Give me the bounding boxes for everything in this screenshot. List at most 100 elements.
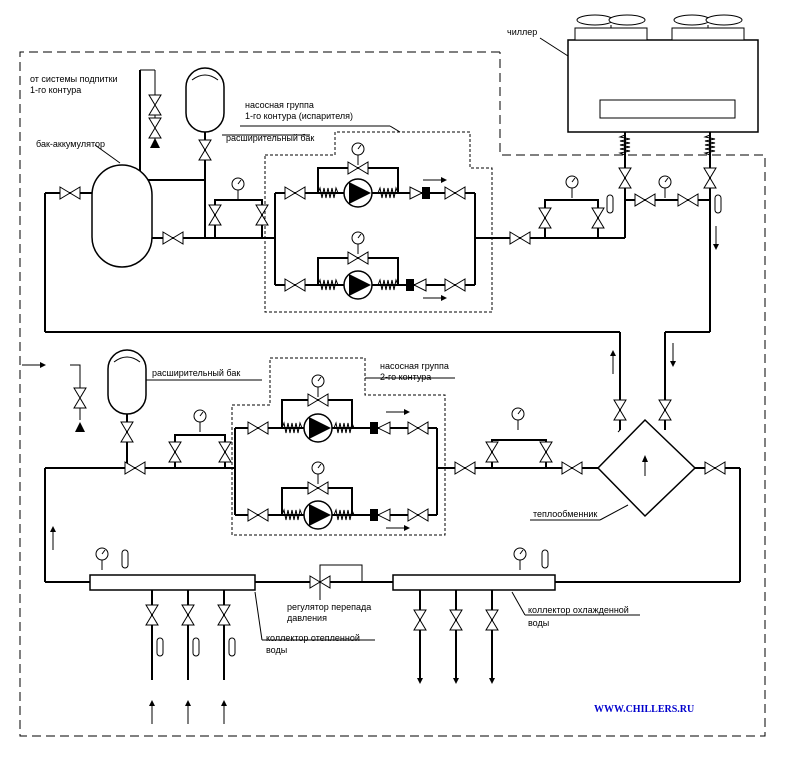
heat-exchanger-label: теплообменник <box>533 509 597 519</box>
valve-icon <box>618 167 632 189</box>
pump-group-2-boundary <box>231 357 446 536</box>
pressure-gauge-icon <box>511 407 525 431</box>
valve-icon <box>561 461 583 475</box>
valve-icon <box>591 207 605 229</box>
website-link[interactable]: WWW.CHILLERS.RU <box>594 704 694 715</box>
expansion-tank-2 <box>107 349 147 415</box>
expansion-tank-1-label: расширительный бак <box>226 133 314 143</box>
check-valve-icon <box>369 508 391 522</box>
pump-group-2-label-line1: насосная группа <box>380 361 449 371</box>
chiller-unit <box>539 14 759 133</box>
flow-arrow-icon <box>712 225 720 251</box>
thermometer-icon <box>228 637 236 657</box>
thermometer-icon <box>714 194 722 214</box>
thermometer-icon <box>121 549 129 569</box>
valve-icon <box>247 508 269 522</box>
valve-icon <box>145 604 159 626</box>
expansion-tank-1 <box>185 67 225 133</box>
flow-arrow-icon <box>422 176 448 184</box>
valve-icon <box>485 609 499 631</box>
pressure-gauge-icon <box>231 177 245 201</box>
pressure-gauge-icon <box>351 142 365 166</box>
flow-arrow-icon <box>452 659 460 685</box>
thermometer-icon <box>606 194 614 214</box>
valve-icon <box>538 207 552 229</box>
cold-water-collector <box>392 574 556 591</box>
pump-icon <box>343 178 373 208</box>
valve-icon <box>449 609 463 631</box>
flow-arrow-icon <box>148 699 156 725</box>
pump-icon <box>303 500 333 530</box>
pressure-gauge-icon <box>193 409 207 433</box>
valve-icon <box>413 609 427 631</box>
valve-icon <box>247 421 269 435</box>
valve-icon <box>703 167 717 189</box>
pressure-gauge-icon <box>565 175 579 199</box>
pump-group-2-label-line2: 2-го контура <box>380 372 431 382</box>
pump-group-1-label-line1: насосная группа <box>245 100 314 110</box>
valve-icon <box>677 193 699 207</box>
valve-icon <box>509 231 531 245</box>
hot-water-collector <box>89 574 256 591</box>
pump-group-1-label-line2: 1-го контура (испарителя) <box>245 111 353 121</box>
valve-icon <box>539 441 553 463</box>
cold-collector-label-line2: воды <box>528 618 549 628</box>
valve-icon <box>120 421 134 443</box>
valve-icon <box>217 604 231 626</box>
thermometer-icon <box>156 637 164 657</box>
pressure-gauge-icon <box>351 231 365 255</box>
valve-icon <box>59 186 81 200</box>
thermometer-icon <box>192 637 200 657</box>
valve-icon <box>124 461 146 475</box>
flow-arrow-icon <box>422 294 448 302</box>
flow-arrow-icon <box>669 342 677 368</box>
building-boundary <box>19 51 766 737</box>
valve-icon <box>148 94 162 116</box>
valve-icon <box>454 461 476 475</box>
valve-icon <box>148 117 162 139</box>
valve-icon <box>704 461 726 475</box>
valve-icon <box>444 278 466 292</box>
flow-arrow-icon <box>488 659 496 685</box>
pump-group-1-boundary <box>264 131 493 313</box>
pump-icon <box>303 413 333 443</box>
valve-icon <box>255 204 269 226</box>
valve-icon <box>198 139 212 161</box>
valve-icon <box>613 399 627 421</box>
valve-icon <box>658 399 672 421</box>
flow-arrow-icon <box>220 699 228 725</box>
hot-collector-label-line1: коллектор отепленной <box>266 633 360 643</box>
cold-collector-label-line1: коллектор охлажденной <box>528 605 629 615</box>
valve-icon <box>634 193 656 207</box>
valve-icon <box>73 387 87 409</box>
valve-icon <box>218 441 232 463</box>
pressure-regulator-label-line2: давления <box>287 613 327 623</box>
flow-arrow-icon <box>49 525 57 551</box>
hot-collector-label-line2: воды <box>266 645 287 655</box>
valve-icon <box>181 604 195 626</box>
pressure-gauge-icon <box>311 461 325 485</box>
flow-arrow-icon <box>184 699 192 725</box>
flow-arrow-icon <box>609 349 617 375</box>
makeup-label-line1: от системы подпитки <box>30 74 118 84</box>
check-valve-icon <box>369 421 391 435</box>
expansion-tank-2-label: расширительный бак <box>152 368 240 378</box>
pump-icon <box>343 270 373 300</box>
valve-icon <box>284 186 306 200</box>
check-valve-icon <box>405 278 427 292</box>
pressure-gauge-icon <box>658 175 672 199</box>
pressure-regulator-label-line1: регулятор перепада <box>287 602 371 612</box>
valve-icon <box>208 204 222 226</box>
flow-arrow-icon <box>385 524 411 532</box>
pressure-gauge-icon <box>513 547 527 571</box>
pressure-gauge-icon <box>311 374 325 398</box>
chiller-label: чиллер <box>507 27 537 37</box>
pressure-gauge-icon <box>95 547 109 571</box>
accumulator-label: бак-аккумулятор <box>36 139 105 149</box>
valve-icon <box>444 186 466 200</box>
valve-icon <box>162 231 184 245</box>
valve-icon <box>168 441 182 463</box>
valve-icon <box>485 441 499 463</box>
valve-icon <box>407 508 429 522</box>
